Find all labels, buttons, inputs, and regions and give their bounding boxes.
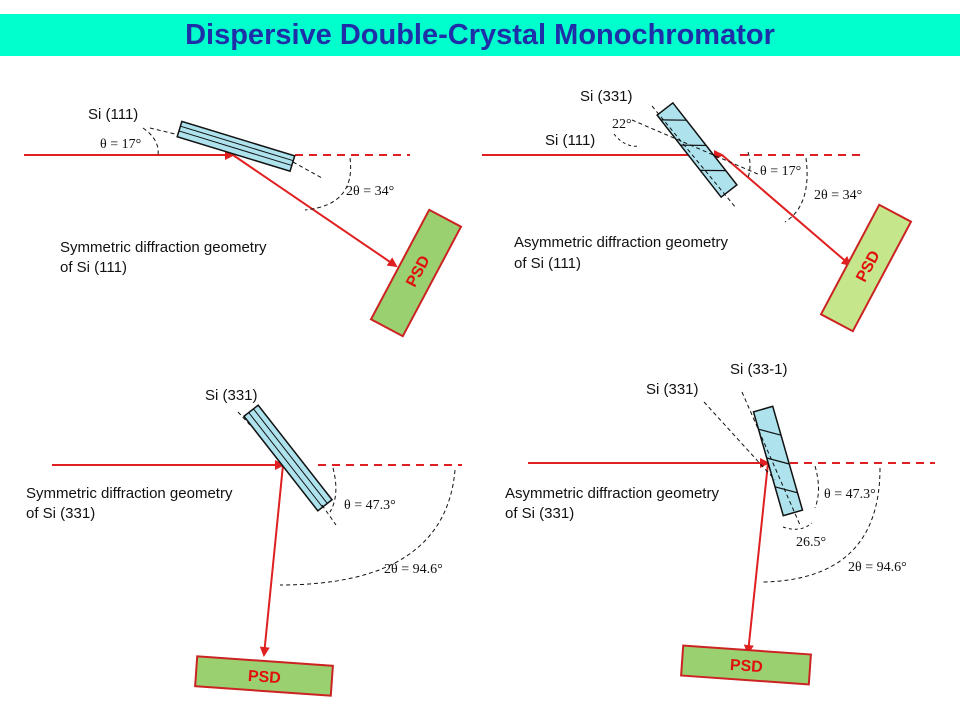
caption-line1: Asymmetric diffraction geometry xyxy=(514,234,728,251)
page-title: Dispersive Double-Crystal Monochromator xyxy=(185,19,775,51)
normal-dashed xyxy=(149,127,176,135)
theta-label: θ = 17° xyxy=(760,164,801,179)
normal-dashed xyxy=(703,401,776,481)
caption-line1: Symmetric diffraction geometry xyxy=(60,239,267,256)
surface-dashed xyxy=(631,119,761,176)
crystal-label: Si (111) xyxy=(88,106,138,123)
theta-label: θ = 47.3° xyxy=(824,487,876,502)
two-theta-label: 2θ = 34° xyxy=(346,184,394,199)
panel-symmetric-si111: Si (111) θ = 17° 2θ = 34° Symmetric diff… xyxy=(24,106,463,338)
caption-line1: Symmetric diffraction geometry xyxy=(26,485,233,502)
two-theta-arc xyxy=(304,157,352,211)
caption-line2: of Si (111) xyxy=(60,259,127,276)
two-theta-arc xyxy=(761,467,881,583)
caption-line2: of Si (111) xyxy=(514,255,581,272)
two-theta-label: 2θ = 94.6° xyxy=(848,560,907,575)
angle-label: 26.5° xyxy=(796,535,826,550)
detector-label: PSD xyxy=(247,668,281,687)
crystal-si331 xyxy=(242,404,334,512)
two-theta-label: 2θ = 94.6° xyxy=(384,562,443,577)
diffracted-beam xyxy=(259,464,284,657)
theta-arc xyxy=(747,151,751,179)
crystal-label-a: Si (33-1) xyxy=(730,361,788,378)
crystal-label-b: Si (111) xyxy=(545,132,595,149)
panel-asymmetric-si331: Si (33-1) Si (331) 26.5° θ = 47.3° 2θ = … xyxy=(505,361,935,686)
reflected-dashed xyxy=(321,504,337,526)
angle-arc xyxy=(613,133,641,147)
psd-detector: PSD xyxy=(194,655,334,697)
surface-dashed xyxy=(741,391,801,526)
reflected-dashed xyxy=(292,161,323,179)
theta-label: θ = 47.3° xyxy=(344,498,396,513)
psd-detector: PSD xyxy=(369,208,463,338)
psd-detector: PSD xyxy=(819,203,913,333)
crystal-label-b: Si (331) xyxy=(646,381,699,398)
angle-arc xyxy=(782,522,813,530)
diffracted-beam xyxy=(743,462,769,655)
crystal-si111 xyxy=(176,120,296,173)
two-theta-label: 2θ = 34° xyxy=(814,188,862,203)
theta-arc xyxy=(142,127,159,156)
crystal-label: Si (331) xyxy=(205,387,258,404)
caption-line2: of Si (331) xyxy=(26,505,95,522)
crystal-si33-1 xyxy=(752,405,804,517)
angle-label: 22° xyxy=(612,117,632,132)
panel-symmetric-si331: Si (331) θ = 47.3° 2θ = 94.6° Symmetric … xyxy=(26,387,462,697)
caption-line2: of Si (331) xyxy=(505,505,574,522)
theta-label: θ = 17° xyxy=(100,137,141,152)
title-banner xyxy=(0,14,960,56)
theta-arc xyxy=(814,465,819,509)
caption-line1: Asymmetric diffraction geometry xyxy=(505,485,719,502)
normal-dashed xyxy=(651,105,737,209)
diffracted-beam xyxy=(721,154,852,267)
psd-detector: PSD xyxy=(680,644,812,686)
detector-label: PSD xyxy=(729,657,763,676)
diffracted-beam xyxy=(232,154,398,268)
panel-asymmetric-si111: Si (331) 22° Si (111) θ = 17° 2θ = 34° A… xyxy=(482,88,913,333)
two-theta-arc xyxy=(784,157,808,223)
theta-arc xyxy=(329,467,337,513)
normal-dashed xyxy=(237,411,251,426)
crystal-label-a: Si (331) xyxy=(580,88,633,105)
crystal-si331 xyxy=(656,101,738,199)
